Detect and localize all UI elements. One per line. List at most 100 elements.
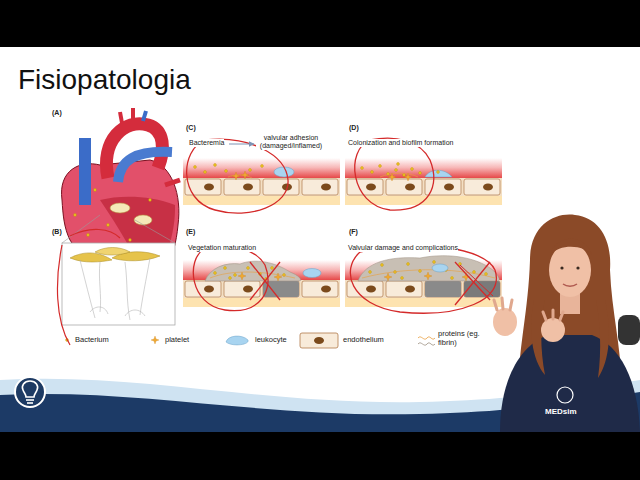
presenter	[494, 298, 512, 310]
valve-closeup	[140, 258, 150, 315]
red-annotation	[193, 246, 268, 310]
panel-e-cells	[210, 272, 295, 278]
presenter	[560, 266, 563, 269]
panel-d-cells	[371, 171, 374, 174]
panel-e-cells	[247, 267, 250, 270]
heart-illustration	[129, 239, 132, 242]
panel-e-cells	[238, 272, 246, 280]
valve-closeup	[125, 310, 145, 316]
legend-symbols	[66, 333, 435, 348]
heart-illustration	[149, 199, 152, 202]
red-annotation	[455, 262, 490, 305]
legend-symbols	[418, 343, 435, 345]
legend-symbols	[226, 336, 248, 345]
panel-e-cells	[229, 277, 232, 280]
slide-ground	[0, 47, 640, 432]
panel-f-cells	[425, 281, 461, 297]
heart-illustration	[165, 180, 180, 185]
panel-f-cells	[451, 277, 454, 280]
figure-panel: (B)	[48, 228, 183, 328]
panel-heading: Vegetation maturation	[188, 244, 256, 252]
endothelium-panel	[183, 158, 340, 205]
panel-d-cells	[411, 168, 414, 171]
panel-e-cells	[205, 261, 301, 281]
red-annotation	[355, 138, 434, 210]
heart-illustration	[118, 152, 172, 182]
panel-heading: Valvular damage and complications	[348, 244, 458, 252]
red-annotation	[70, 229, 120, 238]
panel-e-cells	[303, 269, 321, 278]
panel-c-cells	[194, 166, 197, 169]
figure-panel: (C) Bacteremia valvular adhesion (damaged/…	[183, 124, 343, 216]
red-annotation	[57, 138, 496, 345]
panel-e-cells	[214, 272, 217, 275]
legend-label: platelet	[165, 336, 189, 345]
presenter	[550, 239, 592, 255]
panel-letter: (B)	[52, 228, 62, 236]
brand-text: MEDsim	[545, 407, 577, 416]
panel-c-cells	[232, 172, 240, 180]
panel-f-cells	[459, 263, 462, 266]
panel-c-cells	[225, 170, 228, 173]
panel-d-cells	[361, 163, 452, 181]
heart-illustration	[134, 215, 152, 225]
valve-closeup	[90, 307, 108, 314]
presenter	[493, 215, 640, 432]
red-annotation	[250, 262, 280, 300]
panel-e-cells	[224, 267, 227, 270]
figure-panel: (E) Vegetation maturation	[183, 228, 343, 316]
logo	[15, 377, 45, 407]
valve-closeup	[99, 262, 100, 312]
panel-heading: valvular adhesion (damaged/inflamed)	[256, 134, 326, 150]
panel-d-cells	[437, 171, 440, 174]
panel-d-cells	[379, 165, 382, 168]
panel-f-cells	[424, 272, 432, 280]
red-annotation	[57, 245, 70, 345]
legend: Bacteriumplateletleukocyteendotheliumpro…	[60, 330, 510, 356]
presenter	[541, 318, 565, 342]
panel-d-cells	[425, 170, 452, 177]
figure-panel: (A)	[48, 109, 183, 224]
red-annotation	[187, 139, 288, 213]
panel-f-cells	[381, 264, 384, 267]
valve-closeup	[95, 248, 130, 256]
panel-e-cells	[234, 274, 237, 277]
panel-letter: (C)	[186, 124, 196, 132]
legend-label: Bacterium	[75, 336, 109, 345]
legend-symbols	[418, 337, 435, 339]
legend-symbols	[300, 333, 338, 348]
presenter	[563, 284, 577, 286]
step-label: Bacteremia	[188, 138, 227, 150]
panel-f-cells	[464, 281, 500, 297]
slide-ground	[0, 47, 640, 432]
panel-letter: (A)	[52, 109, 62, 117]
presenter	[618, 315, 640, 345]
figure-panel: (D) Colonization and biofilm formation	[345, 124, 505, 216]
heart-illustration	[94, 189, 97, 192]
legend-label: leukocyte	[255, 336, 287, 345]
panel-c-cells	[274, 167, 294, 177]
panel-c-cells	[261, 165, 264, 168]
panel-d-cells	[395, 169, 398, 172]
panel-heading: Colonization and biofilm formation	[348, 139, 453, 147]
heart-illustration	[79, 138, 91, 205]
panel-d-cells	[419, 172, 422, 175]
panel-letter: (E)	[186, 228, 195, 236]
panel-c-cells	[194, 164, 294, 180]
heart-illustration	[107, 224, 110, 227]
panel-letter: (D)	[349, 124, 359, 132]
panel-e-cells	[271, 267, 274, 270]
flow-arrow	[229, 144, 254, 145]
heart-illustration	[131, 108, 135, 120]
red-annotation	[350, 246, 496, 314]
heart-illustration	[87, 234, 90, 237]
valve-closeup	[62, 243, 175, 325]
presenter	[549, 243, 591, 297]
panel-d-cells	[403, 174, 406, 177]
heart-illustration	[110, 203, 130, 213]
figure-panel: (F)Valvular damage and complications	[345, 228, 505, 316]
panel-f-cells	[369, 271, 372, 274]
panel-f-cells	[407, 263, 410, 266]
presenter	[557, 387, 573, 403]
